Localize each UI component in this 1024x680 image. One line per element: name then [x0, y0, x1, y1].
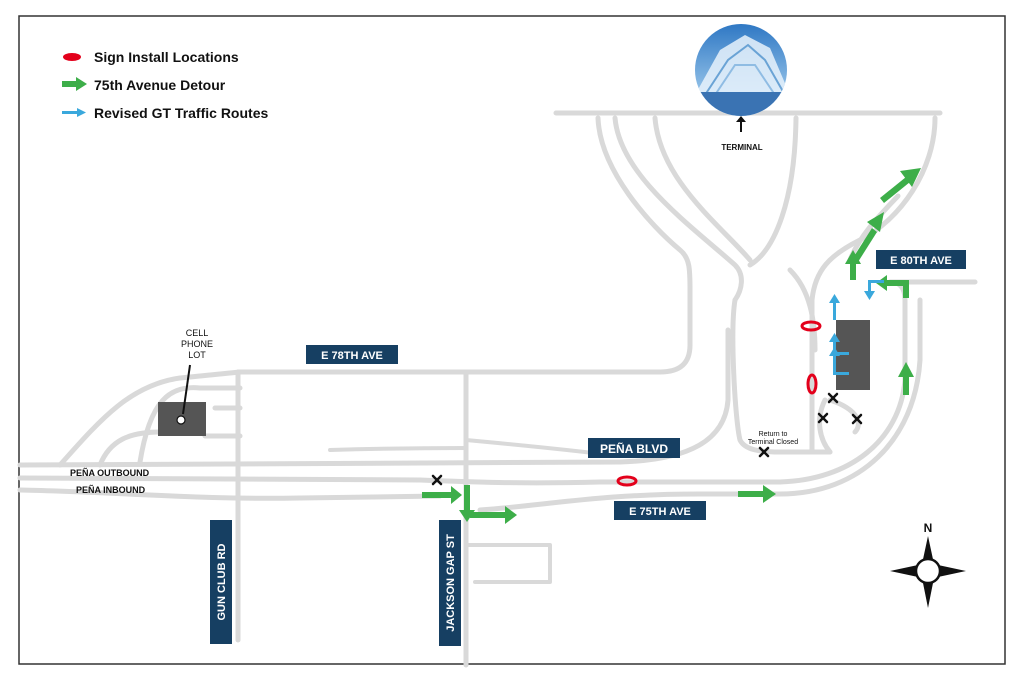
- detour-arrow: [470, 506, 517, 524]
- sign-install-marker: [806, 373, 818, 395]
- label-pena-inbound: PEÑA INBOUND: [76, 485, 146, 495]
- compass-north-label: N: [924, 521, 933, 535]
- svg-text:GUN CLUB RD: GUN CLUB RD: [216, 543, 228, 620]
- svg-text:JACKSON GAP ST: JACKSON GAP ST: [445, 534, 457, 632]
- gt-arrow: [829, 294, 840, 320]
- legend-sign-install: Sign Install Locations: [94, 49, 239, 65]
- gt-traffic-route: [829, 280, 884, 375]
- street-label-gun-club: GUN CLUB RD: [210, 520, 232, 644]
- detour-arrow: [853, 212, 884, 262]
- detour-arrow: [880, 168, 921, 203]
- street-label-e75: E 75TH AVE: [614, 501, 706, 520]
- svg-text:CELL: CELL: [186, 328, 209, 338]
- label-pena-outbound: PEÑA OUTBOUND: [70, 468, 150, 478]
- gt-arrow: [829, 333, 849, 355]
- sign-install-legend-icon: [63, 53, 81, 61]
- detour-legend-icon: [62, 77, 87, 91]
- svg-text:LOT: LOT: [188, 350, 206, 360]
- svg-text:PEÑA BLVD: PEÑA BLVD: [600, 441, 668, 456]
- legend-detour: 75th Avenue Detour: [94, 77, 226, 93]
- gt-routes-legend-icon: [62, 108, 86, 117]
- svg-text:PHONE: PHONE: [181, 339, 213, 349]
- detour-route: [422, 168, 921, 524]
- gt-arrow: [864, 280, 884, 300]
- closed-x-icon: [431, 474, 443, 486]
- street-label-e78: E 78TH AVE: [306, 345, 398, 364]
- svg-text:Return to: Return to: [759, 431, 788, 438]
- svg-text:E 78TH AVE: E 78TH AVE: [321, 350, 383, 362]
- terminal-label: TERMINAL: [721, 143, 762, 152]
- cell-phone-lot-label: CELL PHONE LOT: [181, 328, 213, 360]
- detour-arrow: [422, 486, 462, 504]
- closed-x-icon: [758, 446, 770, 458]
- closed-x-icon: [851, 413, 863, 425]
- street-label-jackson-gap: JACKSON GAP ST: [439, 520, 461, 646]
- cell-phone-lot-marker: [176, 415, 186, 425]
- closed-x-icon: [827, 392, 839, 404]
- street-label-e80: E 80TH AVE: [876, 250, 966, 269]
- terminal-photo: TERMINAL: [695, 24, 787, 152]
- sign-install-marker: [616, 475, 638, 487]
- return-to-terminal-label: Return to Terminal Closed: [748, 431, 798, 446]
- svg-text:E 80TH AVE: E 80TH AVE: [890, 255, 952, 267]
- legend-gt-routes: Revised GT Traffic Routes: [94, 105, 268, 121]
- legend: Sign Install Locations 75th Avenue Detou…: [62, 49, 268, 121]
- closed-x-icon: [817, 412, 829, 424]
- compass-rose: N: [890, 521, 966, 608]
- closure-marks: [431, 392, 863, 486]
- road-network: [17, 110, 978, 668]
- svg-text:Terminal Closed: Terminal Closed: [748, 439, 798, 446]
- svg-text:E 75TH AVE: E 75TH AVE: [629, 506, 691, 518]
- sign-install-markers: [616, 320, 822, 487]
- sign-install-marker: [800, 320, 822, 332]
- street-label-pena-blvd: PEÑA BLVD: [588, 438, 680, 458]
- detour-arrow: [898, 362, 914, 395]
- detour-arrow: [738, 485, 776, 503]
